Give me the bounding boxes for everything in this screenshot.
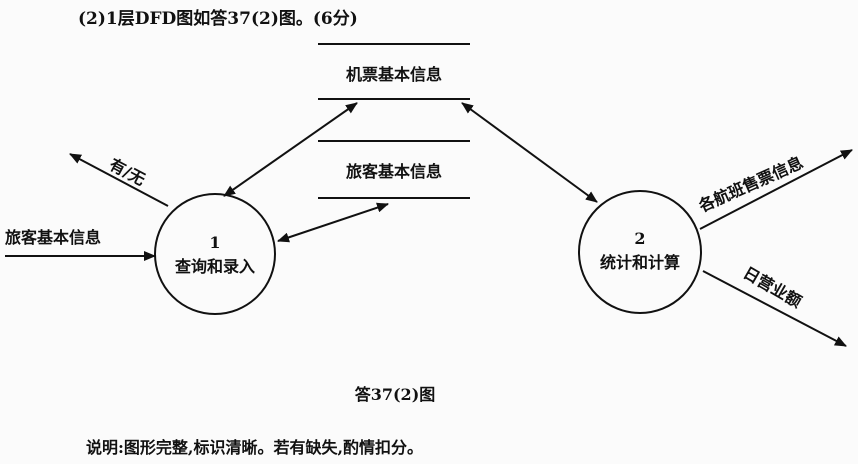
data-store-passenger-info: 旅客基本信息 — [318, 140, 470, 199]
process-label: 统计和计算 — [600, 253, 680, 272]
figure-caption: 答37(2)图 — [355, 385, 436, 404]
heading: (2)1层DFD图如答37(2)图。(6分) — [78, 8, 358, 29]
process-number: 1 — [209, 233, 220, 252]
process-label: 查询和录入 — [175, 257, 255, 276]
flow-arrow-daily-revenue — [702, 270, 847, 347]
note: 说明:图形完整,标识清晰。若有缺失,酌情扣分。 — [86, 438, 423, 457]
flow-label-daily-revenue: 日营业额 — [740, 263, 805, 311]
store-label: 机票基本信息 — [346, 65, 442, 84]
data-store-ticket-info: 机票基本信息 — [318, 43, 470, 100]
flow-arrow-ticket-store — [223, 102, 358, 197]
process-number: 2 — [634, 229, 645, 248]
flow-label-flight-sales: 各航班售票信息 — [695, 153, 806, 216]
flow-arrow-ticket-to-stats — [461, 102, 598, 203]
store-label: 旅客基本信息 — [346, 162, 442, 181]
flow-arrow-passenger-store — [277, 202, 389, 243]
flow-arrow-flight-sales — [699, 149, 853, 230]
process-statistics: 2 统计和计算 — [578, 190, 702, 314]
flow-label-passenger-input: 旅客基本信息 — [5, 228, 101, 247]
flow-arrow-yes-no — [69, 153, 169, 207]
process-query-entry: 1 查询和录入 — [154, 193, 276, 315]
